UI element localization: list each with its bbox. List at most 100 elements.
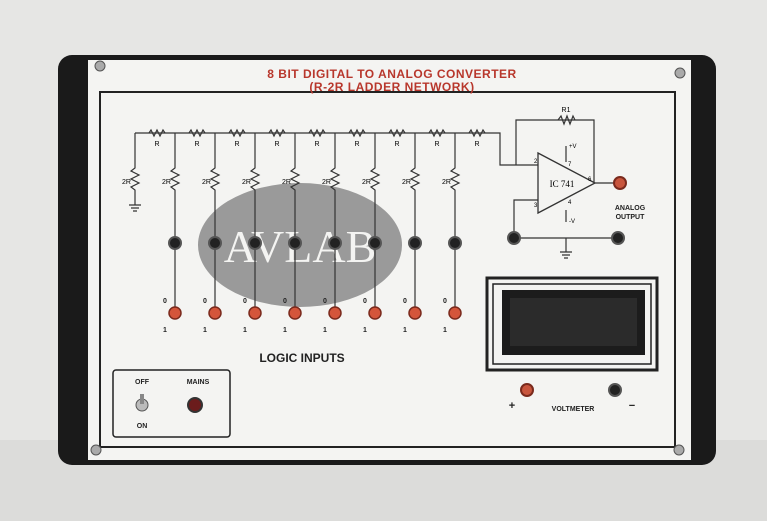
series-resistor-label: R [354, 141, 359, 148]
series-resistor-label: R [394, 141, 399, 148]
display-glass [510, 298, 637, 346]
toggle-lever [140, 394, 144, 404]
bit-high-label: 1 [363, 327, 367, 334]
series-resistor [468, 128, 486, 138]
pin-2: 2 [534, 159, 538, 165]
shunt-resistor [289, 133, 301, 243]
screw-icon [674, 67, 686, 79]
shunt-resistor-label: 2R [202, 179, 211, 186]
voltmeter-label: VOLTMETER [552, 406, 595, 413]
shunt-resistor [209, 133, 221, 243]
shunt-resistor [369, 133, 381, 243]
bit-socket[interactable] [368, 236, 382, 250]
bit-toggle-switch[interactable] [208, 306, 222, 320]
analog-output-socket[interactable] [613, 176, 627, 190]
bit-low-label: 0 [203, 298, 207, 305]
shunt-resistor-label: 2R [282, 179, 291, 186]
ic-label: IC 741 [550, 179, 575, 189]
shunt-resistor-label: 2R [362, 179, 371, 186]
screw-icon [94, 60, 106, 72]
input-socket[interactable] [507, 231, 521, 245]
bit-toggle-switch[interactable] [168, 306, 182, 320]
bit-low-label: 0 [243, 298, 247, 305]
analog-output-label: ANALOG [615, 205, 646, 212]
series-resistor-label: R [234, 141, 239, 148]
bit-toggle-switch[interactable] [288, 306, 302, 320]
series-resistor [268, 128, 286, 138]
bit-low-label: 0 [283, 298, 287, 305]
bit-high-label: 1 [243, 327, 247, 334]
series-resistor [428, 128, 446, 138]
bit-low-label: 0 [323, 298, 327, 305]
feedback-resistor [557, 114, 576, 126]
series-resistor [148, 128, 166, 138]
shunt-resistor-label: 2R [122, 179, 131, 186]
ground-icon [560, 251, 572, 259]
ground-icon [129, 204, 141, 212]
bit-socket[interactable] [328, 236, 342, 250]
shunt-resistor-label: 2R [402, 179, 411, 186]
vplus-label: +V [569, 144, 577, 150]
bit-toggle-switch[interactable] [448, 306, 462, 320]
series-resistor [388, 128, 406, 138]
bit-low-label: 0 [163, 298, 167, 305]
bit-socket[interactable] [168, 236, 182, 250]
series-resistor-label: R [154, 141, 159, 148]
bit-socket[interactable] [288, 236, 302, 250]
voltmeter-inner-frame [492, 283, 652, 365]
panel-border [99, 91, 676, 448]
logic-inputs-label: LOGIC INPUTS [259, 351, 344, 365]
shunt-resistor [169, 133, 181, 243]
bit-high-label: 1 [283, 327, 287, 334]
series-resistor [228, 128, 246, 138]
bit-high-label: 1 [203, 327, 207, 334]
bit-toggle-switch[interactable] [248, 306, 262, 320]
bit-toggle-switch[interactable] [408, 306, 422, 320]
screws [90, 60, 686, 456]
pin-6: 6 [588, 177, 592, 183]
title-line-2: (R-2R LADDER NETWORK) [309, 80, 474, 94]
mains-indicator-lamp [187, 397, 203, 413]
bit-socket[interactable] [248, 236, 262, 250]
shunt-resistor [249, 133, 261, 243]
series-resistor [348, 128, 366, 138]
voltmeter: + − VOLTMETER [485, 276, 659, 413]
pin-4: 4 [568, 200, 572, 206]
r2r-ladder: 2RR2RR012RR012RR012RR012RR012RR012RR012R… [122, 128, 495, 334]
ground-socket[interactable] [611, 231, 625, 245]
opamp-circuit: R1 IC 741 2 3 7 4 6 +V -V ANALOG OUTPUT [495, 107, 646, 259]
screw-icon [90, 444, 102, 456]
series-resistor-label: R [274, 141, 279, 148]
shunt-resistor-label: 2R [442, 179, 451, 186]
on-label: ON [137, 423, 148, 430]
voltmeter-positive-socket[interactable] [520, 383, 534, 397]
bit-low-label: 0 [363, 298, 367, 305]
bit-socket[interactable] [448, 236, 462, 250]
shunt-resistor [449, 133, 461, 243]
shunt-resistor [129, 133, 141, 205]
r1-label: R1 [562, 107, 571, 114]
bit-low-label: 0 [443, 298, 447, 305]
series-resistor-label: R [474, 141, 479, 148]
voltmeter-negative-socket[interactable] [608, 383, 622, 397]
opamp-symbol [537, 151, 597, 215]
shunt-resistor [329, 133, 341, 243]
minus-label: − [629, 400, 635, 412]
series-resistor [188, 128, 206, 138]
pin-7: 7 [568, 162, 572, 168]
pin-3: 3 [534, 203, 538, 209]
bit-socket[interactable] [208, 236, 222, 250]
shunt-resistor [409, 133, 421, 243]
bit-high-label: 1 [403, 327, 407, 334]
shunt-resistor-label: 2R [162, 179, 171, 186]
bit-toggle-switch[interactable] [368, 306, 382, 320]
bit-high-label: 1 [443, 327, 447, 334]
voltmeter-frame [485, 276, 659, 372]
bit-high-label: 1 [323, 327, 327, 334]
bit-socket[interactable] [408, 236, 422, 250]
title-line-1: 8 BIT DIGITAL TO ANALOG CONVERTER [267, 67, 516, 81]
bit-toggle-switch[interactable] [328, 306, 342, 320]
vminus-label: -V [569, 219, 575, 225]
plus-label: + [509, 400, 515, 412]
